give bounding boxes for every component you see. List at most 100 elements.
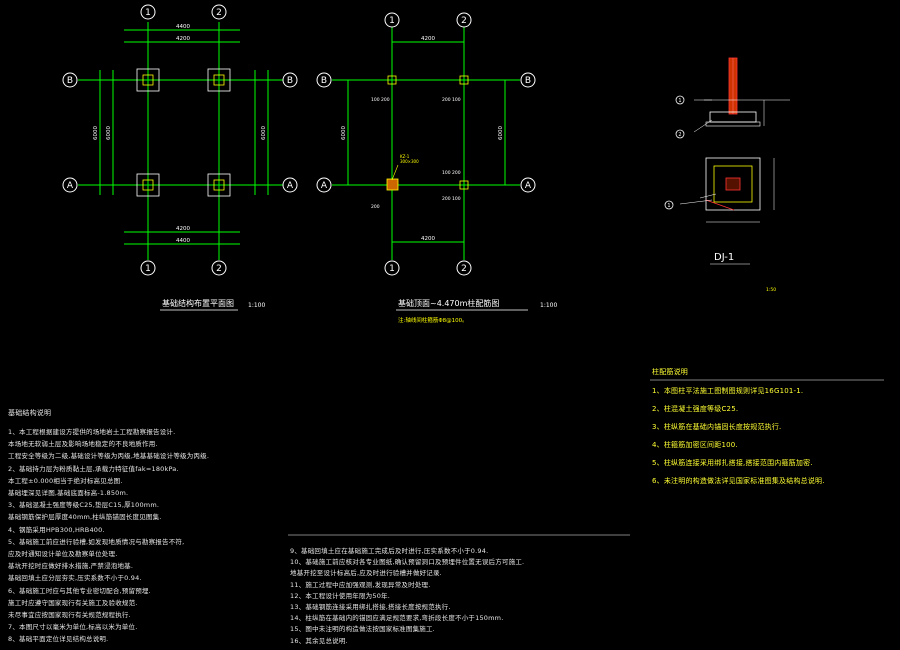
column-highlight-section — [386, 178, 399, 191]
footing-pads — [136, 68, 231, 197]
axis-bubble-1 — [140, 4, 156, 20]
note-line: 未尽事宜应按国家现行有关规范规程执行. — [8, 611, 131, 619]
dim-text-4200: 4200 — [176, 226, 190, 232]
plan-subnote: 注:轴线间柱箍筋Φ8@100。 — [398, 316, 468, 324]
detail-mark-1 — [675, 95, 685, 105]
note-line: 3、柱纵筋在基础内锚固长度按规范执行. — [652, 423, 782, 431]
note-line: 本场地无软弱土层及影响场地稳定的不良地质作用. — [8, 440, 158, 449]
note-line: 基础钢筋保护层厚度40mm,柱纵筋锚固长度见图集. — [8, 513, 162, 522]
note-line: 10、基础施工前应核对各专业图纸,确认预留洞口及预埋件位置无误后方可施工. — [290, 558, 525, 567]
axis-label-1: 1 — [389, 264, 395, 274]
detail-mark-label: 1 — [667, 203, 670, 209]
detail-label: DJ-1 — [714, 252, 734, 263]
axis-label-B: B — [287, 76, 293, 86]
dim-text-6000: 6000 — [106, 126, 112, 140]
axis-bubble-B — [316, 72, 332, 88]
column-callout: 300×300 — [400, 159, 419, 164]
dim-text-4200: 4200 — [176, 36, 190, 42]
note-line: 2、柱混凝土强度等级C25. — [652, 405, 739, 413]
axis-bubble-1 — [384, 260, 400, 276]
note-line: 11、施工过程中应加强观测,发现异常及时处理. — [290, 580, 431, 589]
detail-mark-label: 2 — [678, 132, 681, 138]
note-line: 基础埋深见详图,基础底面标高-1.850m. — [8, 489, 129, 497]
axis-bubble-B — [282, 72, 298, 88]
detail-mark-1 — [664, 200, 674, 210]
note-line: 1、本图柱平法施工图制图规则详见16G101-1. — [652, 387, 804, 395]
note-line: 12、本工程设计使用年限为50年. — [290, 591, 391, 600]
note-line: 6、基础施工时应与其他专业密切配合,预留预埋. — [8, 586, 151, 595]
axis-bubble-A — [316, 177, 332, 193]
axis-label-A: A — [321, 181, 328, 191]
axis-bubble-2 — [456, 12, 472, 28]
note-line: 5、基础施工前应进行验槽,如发现地质情况与勘察报告不符, — [8, 537, 185, 546]
note-line: 6、未注明的构造做法详见国家标准图集及结构总说明. — [652, 477, 825, 485]
axis-bubble-2 — [211, 260, 227, 276]
dim-text-6000: 6000 — [498, 126, 504, 140]
dim-text-4400: 4400 — [176, 238, 190, 244]
axis-label-A: A — [525, 181, 532, 191]
note-line: 9、基础回填土应在基础施工完成后及时进行,压实系数不小于0.94. — [290, 547, 489, 555]
notes-right-heading: 柱配筋说明 — [652, 368, 688, 376]
axis-label-2: 2 — [461, 16, 467, 26]
note-line: 4、柱箍筋加密区间距100. — [652, 441, 738, 449]
axis-bubble-B — [62, 72, 78, 88]
axis-label-A: A — [67, 181, 74, 191]
note-line: 应及时通知设计单位及勘察单位处理. — [8, 550, 118, 558]
foundation-layout-plan — [78, 22, 288, 260]
detail-mark-label: 1 — [678, 98, 681, 104]
note-line: 7、本图尺寸以毫米为单位,标高以米为单位. — [8, 623, 138, 632]
axis-label-1: 1 — [145, 264, 151, 274]
plan-scale-left: 1:100 — [248, 302, 265, 309]
dim-text-4200: 4200 — [421, 236, 435, 242]
detail-mark-2 — [675, 129, 685, 139]
axis-label-B: B — [321, 76, 327, 86]
column-callout: KZ-1 — [400, 154, 410, 159]
note-line: 5、柱纵筋连接采用绑扎搭接,搭接范围内箍筋加密. — [652, 459, 813, 467]
note-line: 4、钢筋采用HPB300,HRB400. — [8, 525, 105, 534]
dim-text-6000: 6000 — [261, 126, 267, 140]
axis-bubble-2 — [211, 4, 227, 20]
dim-text-6000: 6000 — [341, 126, 347, 140]
note-line: 8、基础平面定位详见结构总说明. — [8, 635, 109, 644]
axis-label-1: 1 — [389, 16, 395, 26]
note-line: 基础回填土应分层夯实,压实系数不小于0.94. — [8, 574, 142, 583]
axis-label-1: 1 — [145, 8, 151, 18]
axis-bubble-A — [62, 177, 78, 193]
note-line: 地基开挖至设计标高后,应及时进行验槽并做好记录. — [290, 569, 442, 578]
plan-scale-right: 1:100 — [540, 302, 557, 309]
axis-label-2: 2 — [216, 264, 222, 274]
axis-label-2: 2 — [461, 264, 467, 274]
column-dim-text: 200 — [371, 204, 380, 210]
plan-title-right: 基础顶面~4.470m柱配筋图 — [398, 298, 499, 308]
axis-label-2: 2 — [216, 8, 222, 18]
note-line: 2、基础持力层为粉质黏土层,承载力特征值fak=180kPa. — [8, 464, 179, 473]
note-line: 本工程±0.000相当于绝对标高见总图. — [8, 476, 123, 485]
note-line: 15、图中未注明的构造做法按国家标准图集施工. — [290, 625, 435, 634]
dim-text-4400: 4400 — [176, 24, 190, 30]
note-line: 3、基础混凝土强度等级C25,垫层C15,厚100mm. — [8, 501, 160, 510]
axis-label-A: A — [287, 181, 294, 191]
axis-label-B: B — [525, 76, 531, 86]
axis-bubble-2 — [456, 260, 472, 276]
column-sections — [387, 75, 469, 190]
detail-scale: 1:50 — [766, 287, 776, 293]
column-dim-text: 200 100 — [442, 97, 461, 103]
axis-label-B: B — [67, 76, 73, 86]
note-line: 基坑开挖时应做好排水措施,严禁浸泡地基. — [8, 562, 134, 571]
axis-bubble-B — [520, 72, 536, 88]
note-line: 工程安全等级为二级,基础设计等级为丙级,地基基础设计等级为丙级. — [8, 452, 210, 461]
column-reinforcement-plan — [332, 22, 520, 260]
dim-text-4200: 4200 — [421, 36, 435, 42]
axis-bubble-A — [520, 177, 536, 193]
column-dim-text: 100 200 — [371, 97, 390, 103]
column-dim-text: 200 100 — [442, 196, 461, 202]
axis-bubble-1 — [140, 260, 156, 276]
note-line: 1、本工程根据建设方提供的场地岩土工程勘察报告设计. — [8, 428, 176, 436]
column-dim-text: 100 200 — [442, 170, 461, 176]
note-line: 14、柱纵筋在基础内的锚固应满足规范要求,弯折段长度不小于150mm. — [290, 614, 504, 623]
plan-title-left: 基础结构布置平面图 — [162, 298, 234, 308]
note-line: 13、基础钢筋连接采用绑扎搭接,搭接长度按规范执行. — [290, 603, 451, 611]
leader-line — [391, 164, 399, 181]
